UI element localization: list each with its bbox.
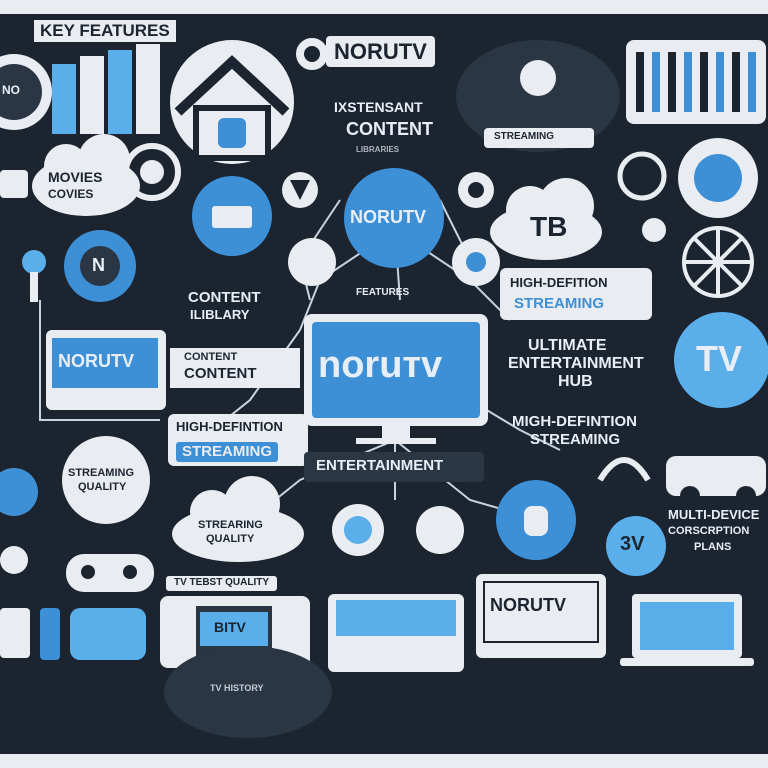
movies-line2: COVIES (48, 187, 94, 201)
streaming-quality-line2: QUALITY (78, 481, 127, 493)
badge-no-label: NO (2, 83, 20, 97)
content-stack-line1: CONTENT (184, 351, 238, 363)
content-stack-line2: CONTENT (184, 365, 257, 382)
console-screen-label: BITV (214, 619, 246, 635)
extensive-content-line1: IXSTENSANT (334, 99, 423, 115)
multi-device-bottom-label: MULTI-DEVICE (634, 681, 740, 698)
brand-left-label: NORUTV (58, 351, 134, 371)
gamepad-icon (66, 554, 154, 592)
film-strip-icon (52, 44, 160, 134)
hd-right-line1: MIGH-DEFINTION (512, 413, 637, 430)
badge-n-label: N (92, 255, 105, 275)
brand-top-label: NORUTV (326, 36, 435, 68)
cloud-icon (32, 134, 140, 216)
hd-left-line1: HIGH-DEFINTION (176, 419, 283, 434)
ultimate-bottom-line1: ULTIMATE (20, 681, 99, 698)
multi-device-right-line2: CORSCRPTION (668, 525, 750, 537)
headphones-icon (597, 457, 651, 482)
streaming-quality-line1: STREAMING (68, 467, 134, 479)
multi-device-right-line1: MULTI-DEVICE (668, 507, 760, 522)
badge-no (0, 54, 52, 130)
streaming-quality-cloud-line1: STREARING (198, 519, 263, 531)
tb-cloud-icon (490, 178, 602, 260)
entertainment-label: ENTERTAINMENT (316, 457, 444, 474)
house-icon (170, 40, 294, 164)
brand-bubble-label: NORUTV (350, 207, 426, 227)
brand-monitor-label: NORUTV (490, 595, 566, 615)
hd-left-line2: STREAMING (176, 442, 278, 462)
hd-right-line2: STREAMING (530, 431, 620, 448)
ultimate-hub-line3: HUB (558, 373, 593, 390)
mul-plans-line2: PLANS (510, 697, 555, 712)
hd-top-line1: HIGH-DEFITION (510, 275, 608, 290)
multi-device-right-line3: PLANS (694, 541, 732, 553)
streaming-oval (456, 40, 620, 152)
content-library-line2: ILIBLARY (190, 307, 250, 322)
movies-line1: MOVIES (48, 169, 103, 185)
equalizer-panel (626, 40, 766, 124)
ship-wheel-icon (682, 226, 754, 298)
brand-center-label: noruтv (318, 344, 443, 386)
monitor-icon (476, 574, 606, 658)
extensive-content-sub: LIBRARIES (356, 145, 400, 154)
multi-device-sub-label: SUBSCRIPTION PLANS (654, 701, 744, 710)
key-features-title: KEY FEATURES (34, 20, 176, 42)
car-icon (666, 456, 766, 506)
tv-icon (304, 314, 488, 444)
tv-history-label: TV HISTORY (210, 683, 264, 693)
streaming-top-label: STREAMING (494, 131, 554, 142)
extensive-content-line2: CONTENT (346, 119, 433, 139)
mul-streaming-line1: MUL-DEVICOR (338, 681, 430, 696)
gear-icon (642, 218, 666, 242)
badge-3v: 3V (620, 533, 645, 555)
ultimate-hub-line1: ULTIMATE (528, 337, 607, 354)
tv-quality-label: TV TEBST QUALITY (166, 576, 277, 591)
mul-plans-line1: MUL-DEVIOR (484, 681, 567, 696)
ultimate-hub-line2: ENTERTAINMENT (508, 355, 644, 372)
streaming-quality-cloud-line2: QUALITY (206, 533, 255, 545)
tb-cloud-label: TB (530, 211, 568, 242)
features-label: FEATURES (356, 287, 410, 298)
ultimate-bottom-line2: ENTERTAINMENT (4, 699, 140, 716)
tv-right-label: TV (696, 338, 743, 379)
hd-top-line2: STREAMING (514, 295, 604, 312)
mul-streaming-line2: STREAMING (346, 697, 424, 712)
content-library-line1: CONTENT (188, 289, 261, 306)
